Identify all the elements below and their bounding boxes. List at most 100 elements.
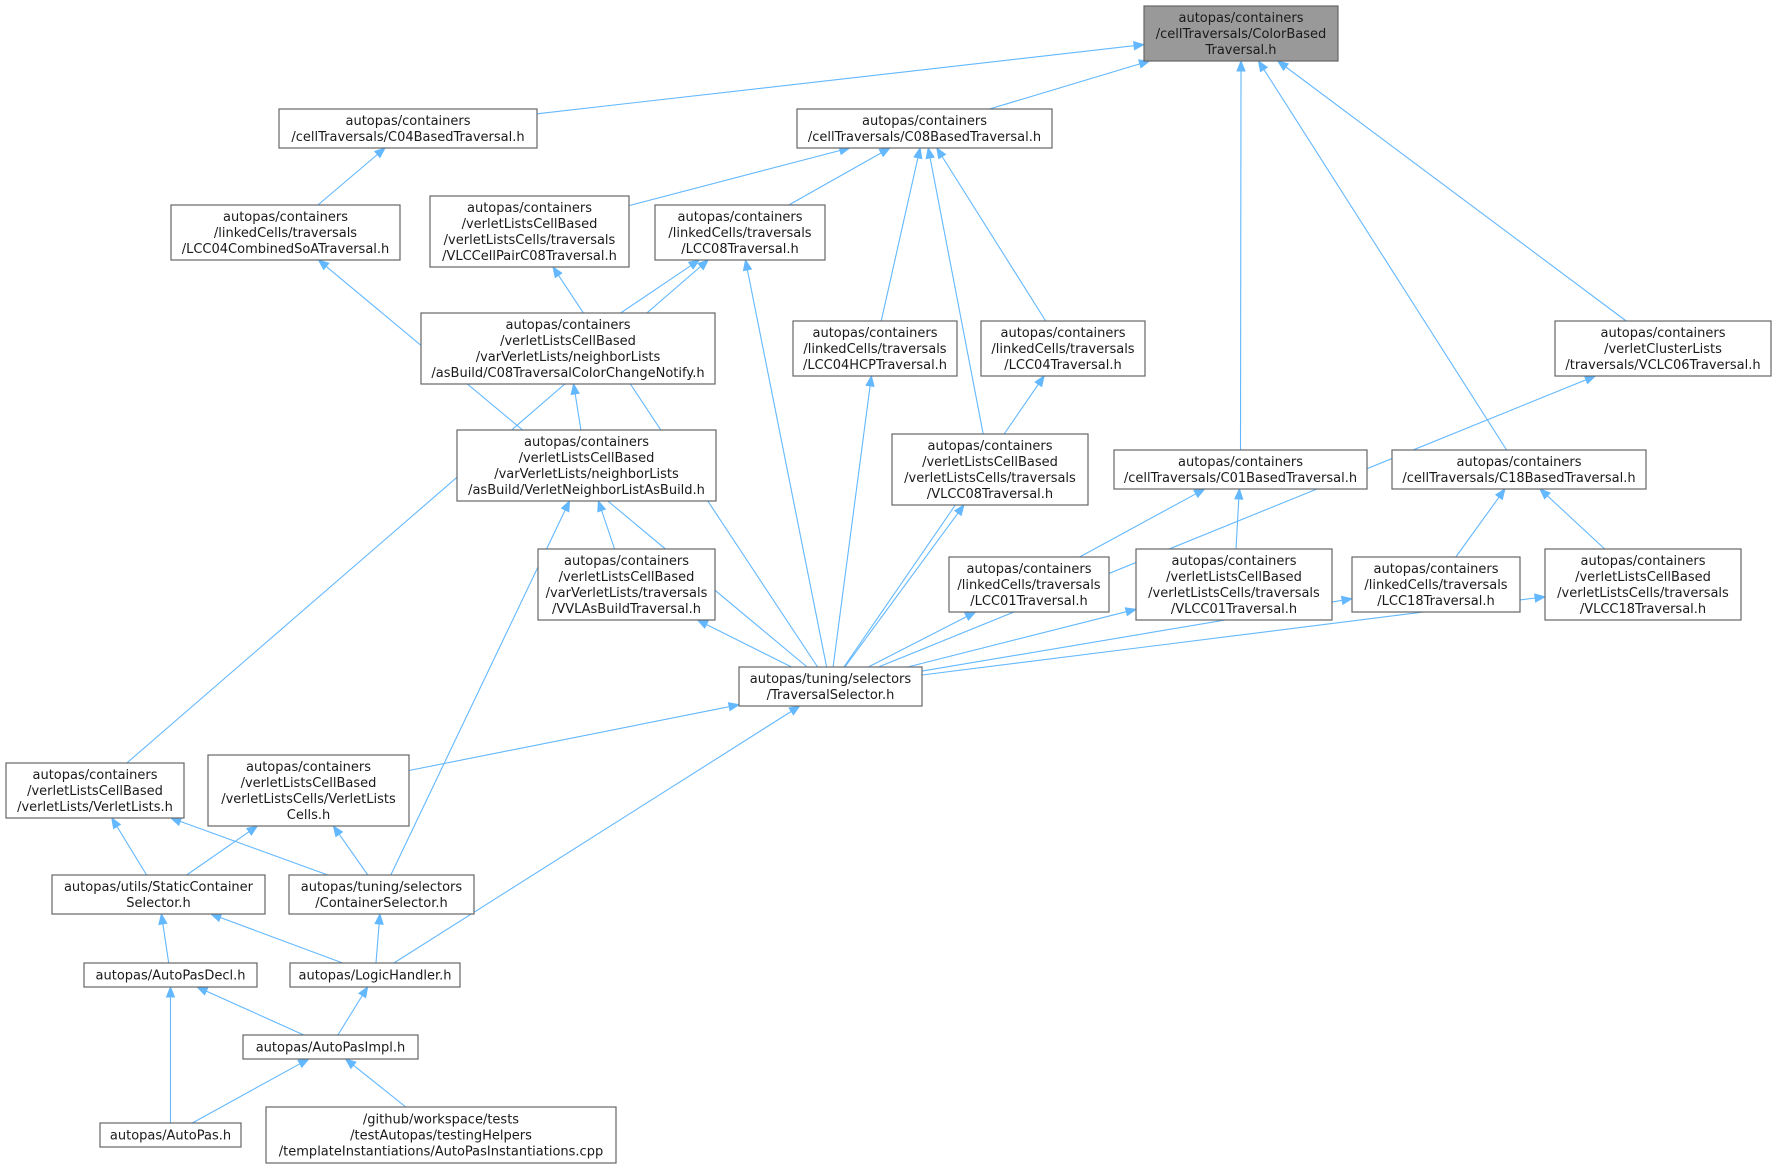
node-label-line: /verletLists/VerletLists.h (17, 800, 173, 815)
node-label-line: Cells.h (287, 808, 330, 823)
graph-node[interactable]: autopas/containers/verletListsCellBased/… (537, 548, 716, 621)
node-label-line: /linkedCells/traversals (991, 342, 1134, 357)
node-label-line: Traversal.h (1204, 43, 1276, 58)
arrowhead-icon (1583, 375, 1597, 385)
graph-node-root[interactable]: autopas/containers/cellTraversals/ColorB… (1143, 5, 1339, 62)
node-label-line: /asBuild/C08TraversalColorChangeNotify.h (431, 366, 704, 381)
node-label-line: autopas/containers (813, 326, 938, 341)
node-label-line: /LCC01Traversal.h (970, 594, 1087, 609)
dependency-edge (597, 499, 616, 550)
dependency-edge (209, 913, 343, 964)
node-label-line: autopas/tuning/selectors (301, 880, 463, 895)
node-label-line: autopas/containers (564, 554, 689, 569)
edge-line (1239, 70, 1242, 451)
node-box (1113, 449, 1368, 490)
graph-node[interactable]: autopas/AutoPasDecl.h (83, 962, 258, 988)
node-box (738, 666, 923, 707)
node-box (207, 754, 410, 827)
graph-node[interactable]: autopas/containers/verletListsCellBased/… (1544, 548, 1742, 621)
arrowhead-icon (1124, 607, 1138, 617)
edge-line (116, 826, 148, 876)
graph-node[interactable]: /github/workspace/tests/testAutopas/test… (265, 1106, 617, 1164)
edge-line (180, 820, 328, 876)
dependency-edge (390, 499, 571, 876)
dependency-edge (169, 817, 328, 876)
graph-node[interactable]: autopas/containers/linkedCells/traversal… (170, 204, 401, 261)
edge-line (989, 63, 1140, 110)
graph-node[interactable]: autopas/containers/linkedCells/traversal… (654, 204, 826, 261)
node-box (891, 433, 1089, 506)
edge-line (353, 1064, 407, 1108)
graph-node[interactable]: autopas/containers/linkedCells/traversal… (980, 320, 1146, 377)
graph-node[interactable]: autopas/containers/verletListsCellBased/… (891, 433, 1089, 506)
node-box (1135, 548, 1333, 621)
node-label-line: autopas/AutoPas.h (110, 1129, 231, 1144)
dependency-edge (1079, 488, 1206, 558)
graph-node[interactable]: autopas/containers/verletListsCellBased/… (207, 754, 410, 827)
graph-node[interactable]: autopas/containers/verletListsCellBased/… (429, 195, 630, 268)
edge-line (878, 379, 1587, 668)
edge-line (601, 510, 616, 550)
graph-node[interactable]: autopas/containers/verletListsCellBased/… (456, 429, 717, 502)
graph-node[interactable]: autopas/containers/linkedCells/traversal… (792, 320, 958, 377)
graph-node[interactable]: autopas/AutoPasImpl.h (242, 1034, 419, 1060)
node-box (289, 962, 461, 988)
dependency-edge (158, 912, 170, 964)
node-label-line: /linkedCells/traversals (1364, 578, 1507, 593)
graph-node[interactable]: autopas/containers/cellTraversals/C18Bas… (1391, 449, 1647, 490)
arrowhead-icon (165, 985, 176, 998)
arrowhead-icon (788, 705, 801, 716)
graph-node[interactable]: autopas/containers/linkedCells/traversal… (1351, 556, 1521, 613)
edge-line (220, 916, 343, 964)
graph-node[interactable]: autopas/containers/cellTraversals/C08Bas… (796, 108, 1053, 149)
edge-line (1235, 498, 1240, 550)
dependency-edge (832, 374, 875, 668)
node-box (1351, 556, 1521, 613)
graph-node[interactable]: autopas/containers/linkedCells/traversal… (948, 556, 1110, 613)
node-label-line: /github/workspace/tests (363, 1113, 519, 1128)
arrowhead-icon (560, 499, 571, 513)
node-label-line: /varVerletLists/traversals (546, 586, 708, 601)
graph-node[interactable]: autopas/containers/cellTraversals/C04Bas… (278, 108, 538, 149)
dependency-edge (374, 912, 384, 964)
dependency-edge (393, 705, 801, 964)
node-box (242, 1034, 419, 1060)
arrowhead-icon (1534, 593, 1547, 603)
node-label-line: /cellTraversals/ColorBased (1156, 27, 1326, 42)
graph-node[interactable]: autopas/containers/verletClusterLists/tr… (1554, 320, 1772, 377)
edge-line (186, 831, 250, 876)
node-box (980, 320, 1146, 377)
graph-node[interactable]: autopas/containers/verletListsCellBased/… (1135, 548, 1333, 621)
node-label-line: autopas/containers (1179, 11, 1304, 26)
arrowhead-icon (936, 146, 947, 160)
node-label-line: /verletListsCellBased (922, 455, 1058, 470)
graph-node[interactable]: autopas/tuning/selectors/TraversalSelect… (738, 666, 923, 707)
node-label-line: /cellTraversals/C04BasedTraversal.h (291, 130, 524, 145)
graph-node[interactable]: autopas/containers/verletListsCellBased/… (5, 762, 185, 819)
dependency-edge (1257, 59, 1508, 451)
graph-node[interactable]: autopas/tuning/selectors/ContainerSelect… (288, 874, 475, 915)
graph-node[interactable]: autopas/containers/verletListsCellBased/… (420, 312, 716, 385)
dependency-edge (880, 146, 923, 322)
arrowhead-icon (953, 503, 965, 517)
node-label-line: autopas/containers (1172, 554, 1297, 569)
node-label-line: /testAutopas/testingHelpers (350, 1129, 532, 1144)
graph-node[interactable]: autopas/AutoPas.h (99, 1122, 242, 1148)
edge-line (1263, 69, 1508, 451)
node-label-line: autopas/containers (928, 439, 1053, 454)
edge-line (929, 157, 984, 435)
node-box (51, 874, 266, 915)
node-label-line: autopas/AutoPasImpl.h (256, 1041, 406, 1056)
node-label-line: /cellTraversals/C18BasedTraversal.h (1402, 471, 1635, 486)
graph-node[interactable]: autopas/containers/cellTraversals/C01Bas… (1113, 449, 1368, 490)
arrowhead-icon (374, 912, 384, 925)
dependency-edge (925, 146, 984, 435)
node-label-line: /cellTraversals/C08BasedTraversal.h (808, 130, 1041, 145)
node-label-line: autopas/containers (678, 210, 803, 225)
arrowhead-icon (373, 147, 387, 159)
graph-node[interactable]: autopas/LogicHandler.h (289, 962, 461, 988)
arrowhead-icon (964, 611, 977, 621)
node-layer: autopas/containers/cellTraversals/ColorB… (5, 5, 1772, 1164)
node-label-line: autopas/containers (246, 760, 371, 775)
